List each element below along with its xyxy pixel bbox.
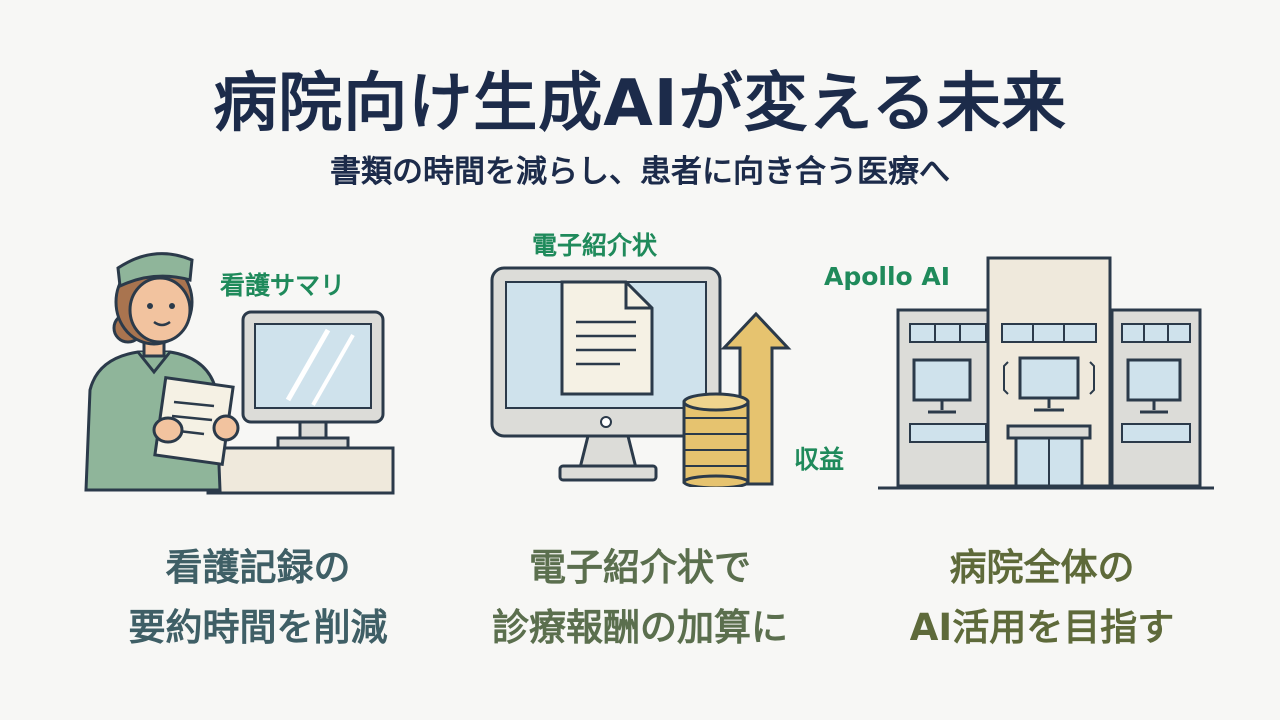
- e-referral-label: 電子紹介状: [532, 231, 658, 260]
- document-icon: [560, 280, 654, 396]
- caption-referral-line1: 電子紹介状で: [529, 546, 751, 589]
- apollo-ai-label: Apollo AI: [824, 262, 951, 291]
- caption-nursing-line1: 看護記録の: [165, 546, 351, 589]
- caption-referral-line2: 診療報酬の加算に: [492, 606, 788, 649]
- caption-nursing-line2: 要約時間を削減: [128, 606, 388, 649]
- caption-hospital-line1: 病院全体の: [949, 546, 1135, 589]
- caption-hospital: 病院全体の AI活用を目指す: [862, 538, 1222, 658]
- page-subtitle: 書類の時間を減らし、患者に向き合う医療へ: [330, 154, 950, 190]
- page-title: 病院向け生成AIが変える未来: [213, 67, 1067, 141]
- hospital-building-icon: [878, 256, 1214, 490]
- nursing-summary-label: 看護サマリ: [220, 271, 346, 300]
- monitor-icon: [490, 266, 792, 487]
- coin-stack-icon: [682, 392, 750, 487]
- nurse-icon: [84, 252, 395, 495]
- caption-referral: 電子紹介状で 診療報酬の加算に: [460, 538, 820, 658]
- caption-hospital-line2: AI活用を目指す: [909, 606, 1175, 649]
- caption-nursing: 看護記録の 要約時間を削減: [78, 538, 438, 658]
- revenue-label: 収益: [794, 445, 845, 474]
